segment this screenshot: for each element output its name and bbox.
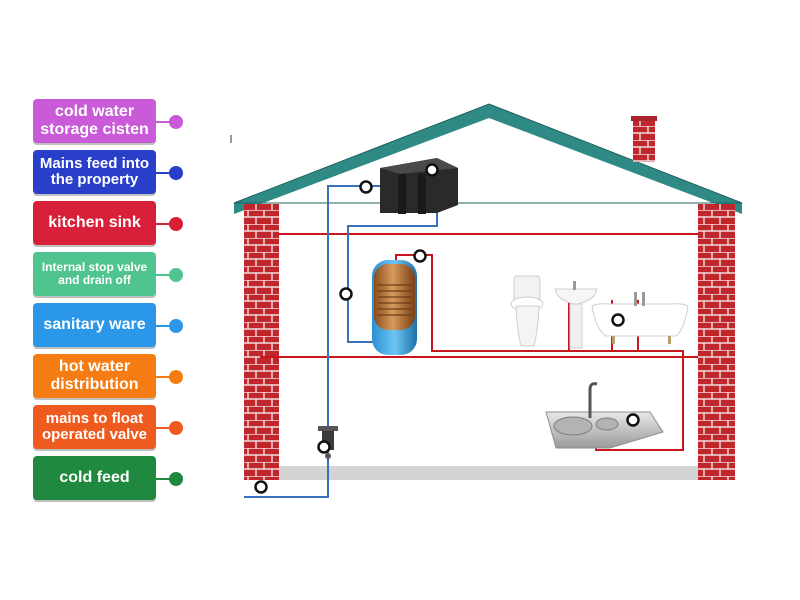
connector-line [156,325,176,327]
label-sanitary-ware[interactable]: sanitary ware [33,303,156,347]
cold-water-tank-icon [380,158,458,214]
label-line: storage cisten [40,121,149,138]
toilet-icon [510,275,544,347]
drop-target-pin[interactable] [611,313,625,327]
label-line: mains to float [45,409,144,427]
connector-line [156,427,176,429]
connector-line [156,376,176,378]
label-line: operated valve [41,426,148,443]
drop-target-pin[interactable] [413,249,427,263]
drop-target-pin[interactable] [317,440,331,454]
hot-water-cylinder-icon [372,260,417,355]
connector-line [156,478,176,480]
drop-targets [254,163,640,494]
label-line: cold feed [59,469,130,487]
chimney [633,118,655,162]
washbasin-icon [554,281,598,349]
label-line: sanitary ware [43,316,146,334]
label-line: cold water [54,103,135,121]
drag-handle-dot[interactable] [169,472,183,486]
label-line: and drain off [58,273,131,287]
connector-line [156,274,176,276]
kitchen-sink-icon [545,382,664,449]
label-line: the property [50,171,139,188]
drop-target-pin[interactable] [339,287,353,301]
label-line: Internal stop valve [41,259,148,274]
drag-handle-dot[interactable] [169,268,183,282]
label-line: distribution [50,376,139,393]
connector-line [156,121,176,123]
connector-line [156,223,176,225]
floor-slab [279,466,698,480]
roof [233,103,743,214]
drop-target-pin[interactable] [425,163,439,177]
right-wall [698,204,735,480]
drag-handle-dot[interactable] [169,166,183,180]
drop-target-pin[interactable] [626,413,640,427]
left-wall [244,204,279,480]
cold-pipes [244,185,438,498]
label-line: hot water [58,358,131,376]
connector-line [156,172,176,174]
drag-handle-dot[interactable] [169,115,183,129]
label-cold-feed[interactable]: cold feed [33,456,156,500]
label-kitchen-sink[interactable]: kitchen sink [33,201,156,245]
drag-handle-dot[interactable] [169,217,183,231]
label-line: Mains feed into [39,154,150,172]
chimney-cap [631,116,657,121]
drag-handle-dot[interactable] [169,421,183,435]
drag-handle-dot[interactable] [169,370,183,384]
bathtub-icon [591,292,689,344]
label-line: kitchen sink [48,214,141,232]
drop-target-pin[interactable] [359,180,373,194]
drop-target-pin[interactable] [254,480,268,494]
drag-handle-dot[interactable] [169,319,183,333]
